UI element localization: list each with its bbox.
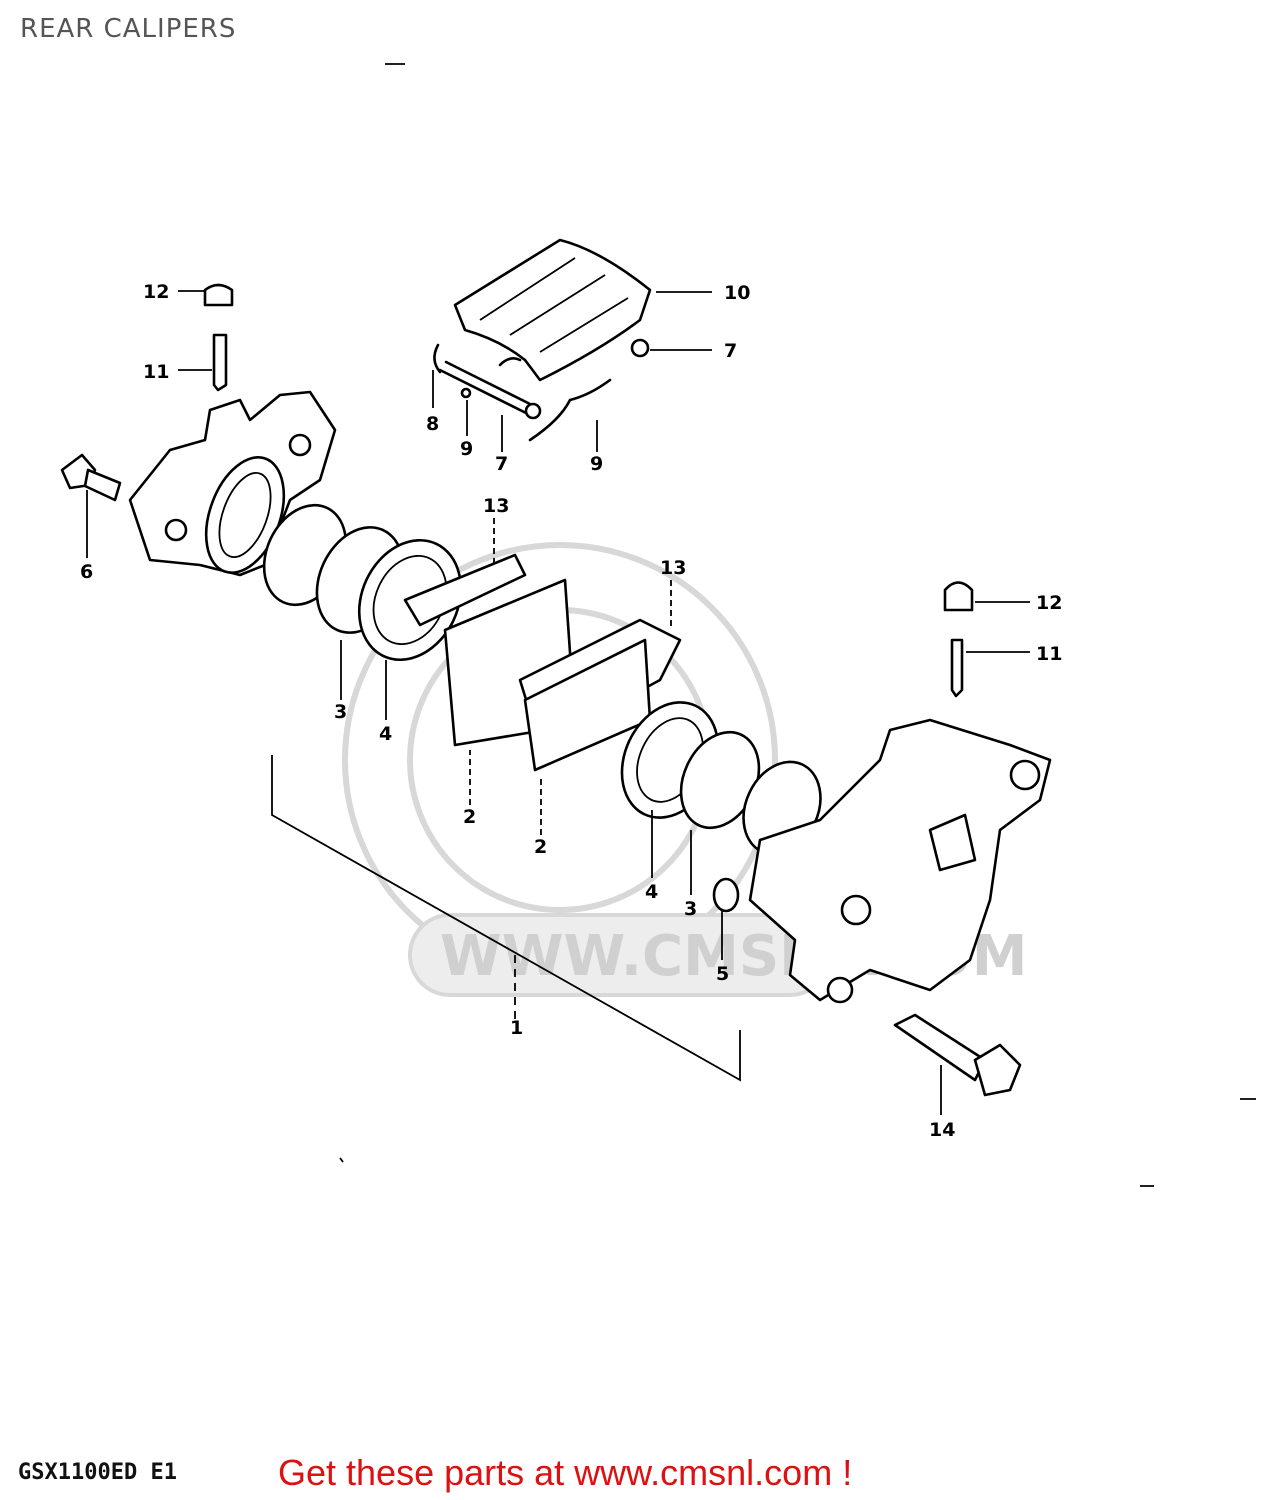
label-13-right: 13 (660, 557, 686, 579)
bleeder-left (203, 283, 234, 392)
label-14: 14 (929, 1119, 955, 1141)
pad-spring-cover (453, 238, 652, 382)
scan-noise (339, 63, 1256, 1187)
leader-lines (86, 290, 1030, 1115)
label-1: 1 (510, 1017, 523, 1039)
exploded-parts-diagram: WWW.CMSNL.COM (60, 63, 1256, 1187)
label-10: 10 (724, 282, 750, 304)
label-2-right: 2 (534, 836, 547, 858)
label-9-left: 9 (460, 438, 473, 460)
pad-pins (433, 343, 612, 442)
model-code: GSX1100ED E1 (18, 1460, 177, 1485)
label-9-right: 9 (590, 453, 603, 475)
label-4-left: 4 (379, 723, 392, 745)
right-caliper-half (748, 718, 1052, 1004)
bolt-6 (60, 453, 122, 502)
label-7-top: 7 (724, 340, 737, 362)
label-3-right: 3 (684, 898, 697, 920)
piston-right (620, 701, 822, 856)
part-labels: 12 11 6 10 7 8 9 7 9 13 13 3 4 2 2 4 3 5… (80, 281, 1062, 1141)
bleeder-right (943, 581, 974, 698)
label-12-right: 12 (1036, 592, 1062, 614)
o-ring-5 (712, 877, 740, 913)
label-3-left: 3 (334, 701, 347, 723)
brake-pads (403, 553, 682, 772)
label-12-left: 12 (143, 281, 169, 303)
label-5: 5 (716, 963, 729, 985)
label-13-left: 13 (483, 495, 509, 517)
label-11-right: 11 (1036, 643, 1062, 665)
assembly-bracket-1 (271, 755, 741, 1082)
cta-link[interactable]: Get these parts at www.cmsnl.com ! (278, 1452, 853, 1493)
left-caliper-half (128, 390, 337, 577)
label-11-left: 11 (143, 361, 169, 383)
label-8: 8 (426, 413, 439, 435)
label-6: 6 (80, 561, 93, 583)
diagram-title: REAR CALIPERS (20, 14, 237, 44)
label-2-left: 2 (463, 806, 476, 828)
label-4-right: 4 (645, 881, 658, 903)
bolt-14 (893, 1013, 1022, 1097)
label-7-bottom: 7 (495, 453, 508, 475)
